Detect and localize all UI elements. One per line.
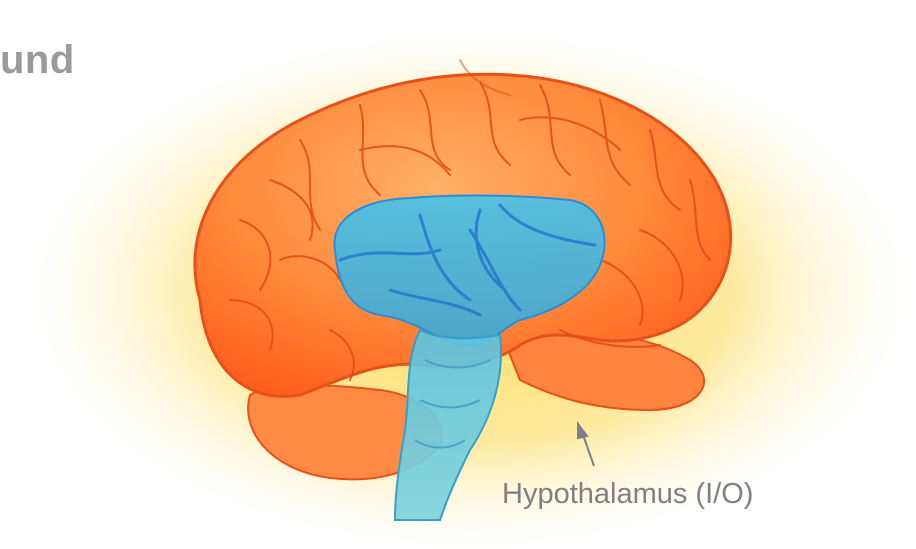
- hypothalamus-label: Hypothalamus (I/O): [502, 478, 753, 511]
- page-title: und: [0, 38, 75, 83]
